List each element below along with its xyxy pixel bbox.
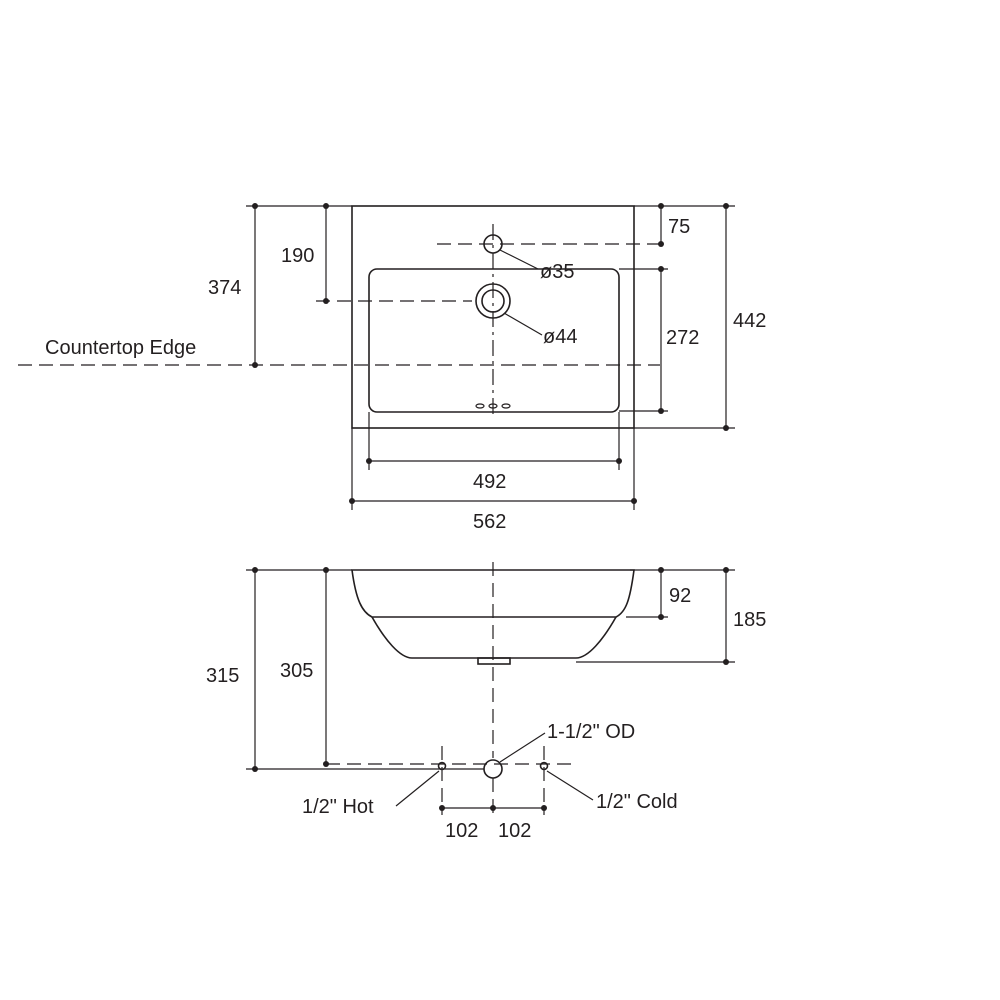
hole-35-leader bbox=[499, 249, 539, 270]
dim-75-label: 75 bbox=[668, 216, 690, 238]
dim-374-dot bbox=[252, 203, 258, 209]
dim-102-dot bbox=[541, 805, 547, 811]
dim-185-dot bbox=[723, 659, 729, 665]
overflow-hole bbox=[501, 403, 511, 409]
dim-190-label: 190 bbox=[281, 245, 314, 267]
dim-272-dot bbox=[658, 408, 664, 414]
waste-pipe bbox=[483, 759, 503, 779]
basin-bowl-profile bbox=[371, 616, 617, 659]
dim-102-dot bbox=[439, 805, 445, 811]
dim-92-dot bbox=[658, 614, 664, 620]
dim-305-dot bbox=[323, 567, 329, 573]
dim-102-left-label: 102 bbox=[445, 820, 478, 842]
dim-75-dot bbox=[658, 203, 664, 209]
dim-305-label: 305 bbox=[280, 660, 313, 682]
dim-190-dot bbox=[323, 203, 329, 209]
dim-75-dot bbox=[658, 241, 664, 247]
dim-92-dot bbox=[658, 567, 664, 573]
hole-44-label: ø44 bbox=[543, 326, 577, 348]
dim-92-label: 92 bbox=[669, 585, 691, 607]
side-view: 315 305 92 185 1-1/2" OD 1/2" Hot bbox=[206, 562, 766, 842]
waste-pipe-leader bbox=[499, 732, 546, 763]
cold-supply-leader bbox=[546, 770, 594, 801]
dim-272-label: 272 bbox=[666, 327, 699, 349]
hole-44-leader bbox=[503, 312, 543, 336]
dim-190-dot bbox=[323, 298, 329, 304]
dim-492-dot bbox=[616, 458, 622, 464]
dim-374-label: 374 bbox=[208, 277, 241, 299]
dim-315-dot bbox=[252, 567, 258, 573]
dim-102-right-label: 102 bbox=[498, 820, 531, 842]
dim-185-label: 185 bbox=[733, 609, 766, 631]
basin-outer-outline bbox=[351, 205, 635, 429]
dim-442-dot bbox=[723, 425, 729, 431]
dim-492-dot bbox=[366, 458, 372, 464]
hot-supply-label: 1/2" Hot bbox=[302, 796, 374, 818]
waste-pipe-label: 1-1/2" OD bbox=[547, 721, 635, 743]
hot-supply-leader bbox=[395, 770, 440, 807]
bowl-inner-outline bbox=[368, 268, 620, 413]
countertop-edge-label: Countertop Edge bbox=[45, 337, 196, 359]
dim-492-label: 492 bbox=[473, 471, 506, 493]
dim-442-dot bbox=[723, 203, 729, 209]
dim-562-dot bbox=[631, 498, 637, 504]
cold-supply-label: 1/2" Cold bbox=[596, 791, 678, 813]
dim-442-label: 442 bbox=[733, 310, 766, 332]
dim-315-label: 315 bbox=[206, 665, 239, 687]
hole-35-label: ø35 bbox=[540, 261, 574, 283]
dim-272-dot bbox=[658, 266, 664, 272]
overflow-hole bbox=[475, 403, 485, 409]
top-view: Countertop Edge 374 190 75 272 442 bbox=[18, 203, 766, 533]
dim-562-label: 562 bbox=[473, 511, 506, 533]
drain-outlet bbox=[477, 657, 511, 665]
dim-562-dot bbox=[349, 498, 355, 504]
dim-102-dot bbox=[490, 805, 496, 811]
dim-374-dot bbox=[252, 362, 258, 368]
dim-185-dot bbox=[723, 567, 729, 573]
